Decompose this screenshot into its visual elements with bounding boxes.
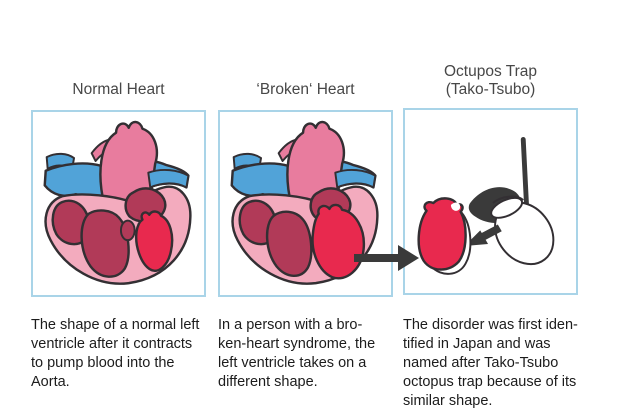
octopus-trap-illustration bbox=[417, 137, 555, 275]
caption-broken-heart: In a person with a bro- ken-heart syndro… bbox=[218, 317, 376, 390]
transform-arrow-icon bbox=[354, 245, 419, 271]
broken-heart-panel bbox=[218, 110, 393, 297]
panel-title-broken-heart: ‘Broken‘ Heart bbox=[256, 80, 355, 98]
octopus-trap-panel bbox=[403, 108, 578, 295]
caption-octopus-trap: The disorder was first iden- tified in J… bbox=[403, 317, 578, 409]
caption-normal-heart: The shape of a normal left ventricle aft… bbox=[31, 317, 200, 390]
panel-title-normal-heart: Normal Heart bbox=[72, 80, 165, 98]
broken-heart-illustration bbox=[230, 120, 379, 285]
takotsubo-ventricle-icon bbox=[417, 197, 467, 271]
normal-heart-illustration bbox=[43, 120, 192, 285]
panel-title-octopus-trap: Octupos Trap (Tako-Tsubo) bbox=[443, 63, 538, 98]
normal-heart-panel bbox=[31, 110, 206, 297]
